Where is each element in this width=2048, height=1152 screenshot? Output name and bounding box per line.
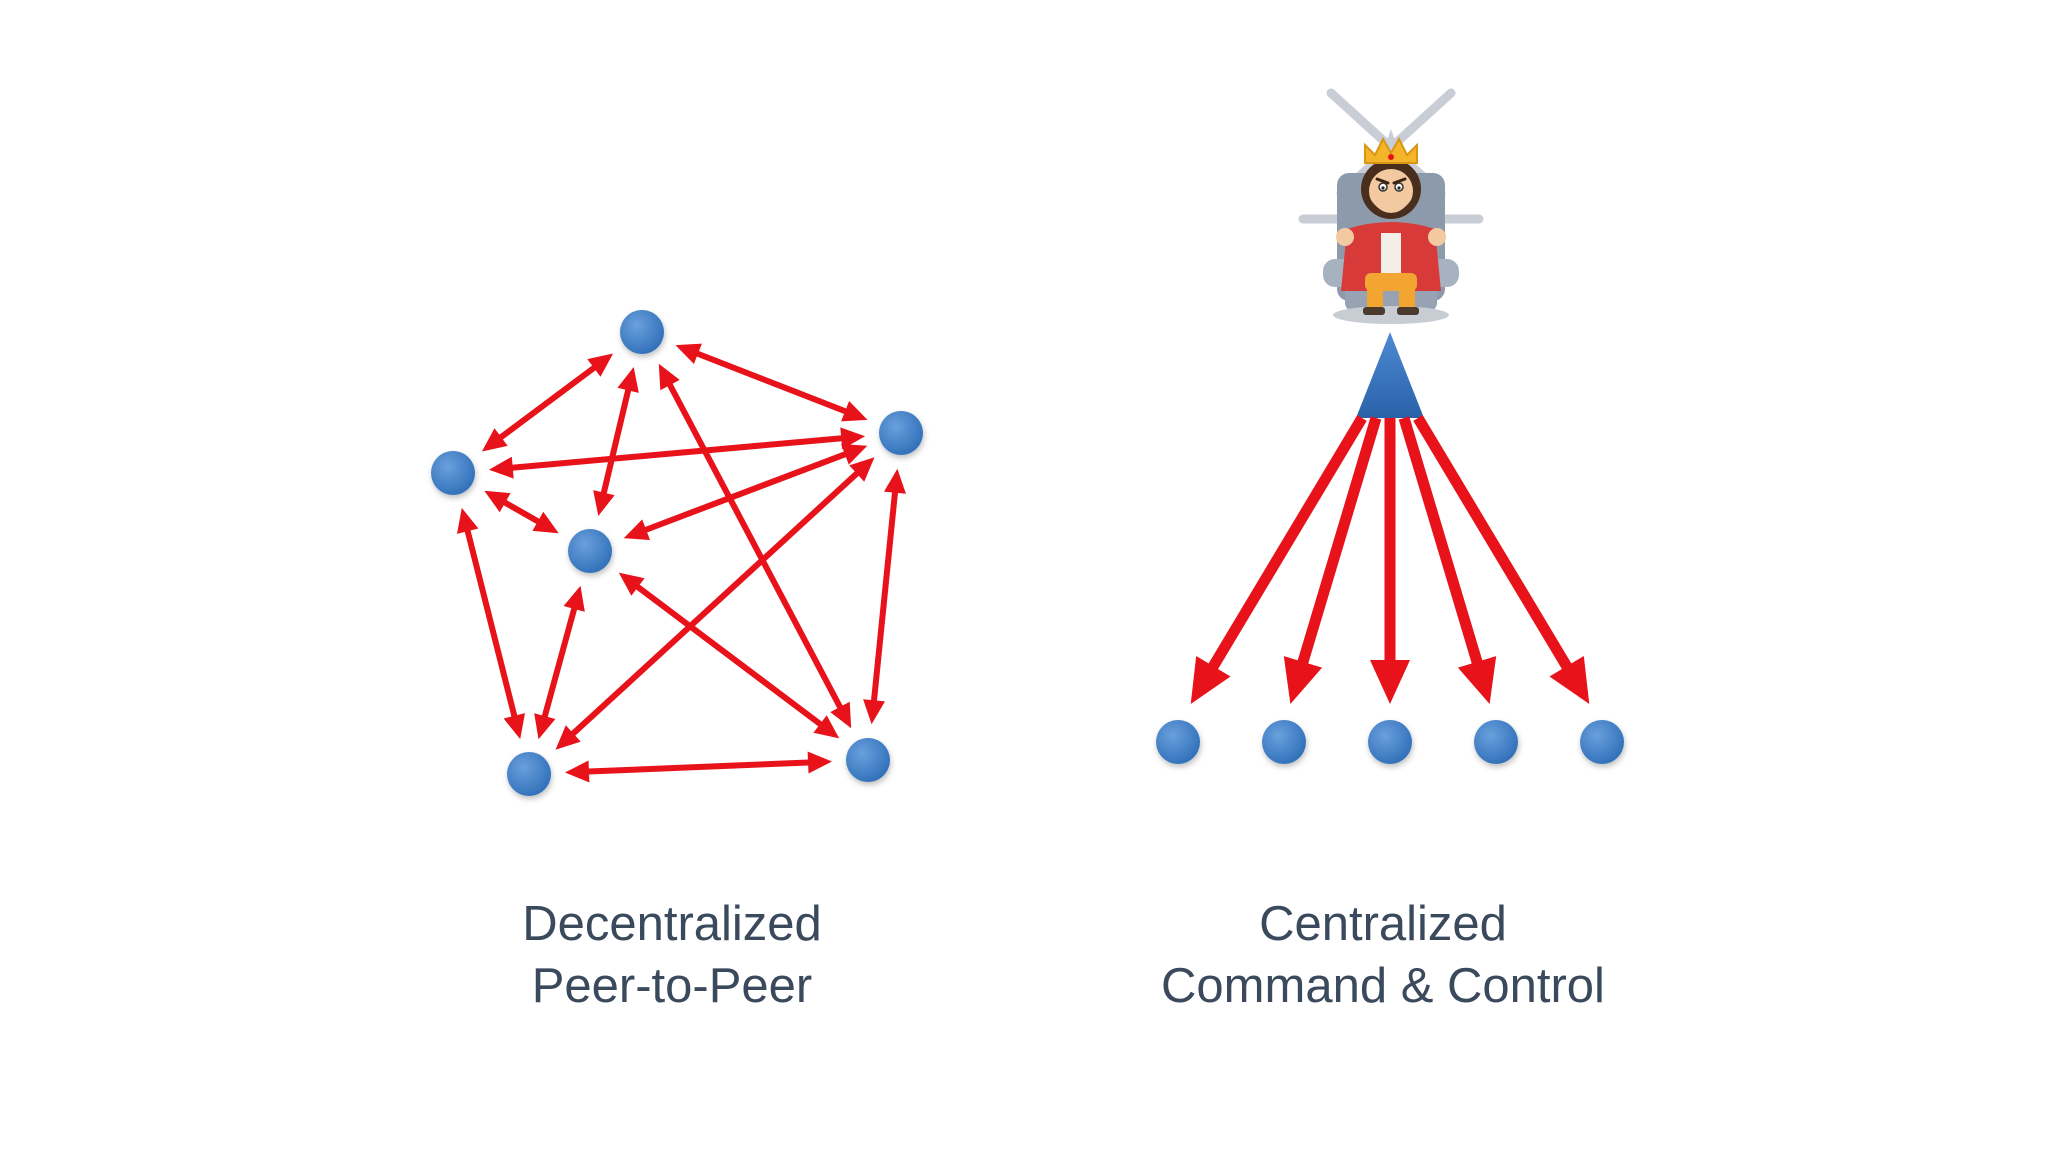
peer-nodes — [431, 310, 923, 796]
arrowhead — [1457, 656, 1497, 704]
arrowhead — [484, 490, 511, 513]
arrow-shaft — [870, 488, 899, 705]
triangle-hub-icon — [1356, 332, 1424, 418]
arrow-shaft — [1398, 416, 1485, 670]
arrowhead — [563, 585, 585, 612]
arrowhead — [675, 343, 702, 364]
arrowhead — [658, 363, 680, 391]
link-upper-right-lower-left — [555, 457, 875, 750]
command-arrow-4 — [1398, 416, 1497, 704]
arrow-shaft — [633, 582, 825, 729]
arrow-shaft — [1295, 416, 1382, 670]
arrowhead — [884, 468, 906, 494]
arrow-shaft — [641, 450, 850, 534]
link-top-center — [593, 367, 639, 516]
arrowhead — [481, 428, 508, 452]
arrowhead — [555, 725, 581, 750]
peer-node-upper-right — [879, 411, 923, 455]
link-top-upper-right — [675, 343, 868, 422]
command-arrows — [1190, 415, 1590, 704]
command-arrow-1 — [1190, 415, 1367, 704]
centralized-caption-line1: Centralized — [1259, 897, 1507, 951]
arrowhead — [617, 367, 639, 393]
arrowhead — [534, 713, 556, 740]
arrow-shaft — [508, 435, 846, 471]
arrow-shaft — [463, 526, 519, 721]
peer-node-top — [620, 310, 664, 354]
arrow-shaft — [665, 380, 845, 712]
arrowhead — [1283, 656, 1323, 704]
arrowhead — [623, 519, 650, 540]
arrowhead — [532, 511, 559, 534]
link-center-lower-left — [534, 585, 585, 740]
link-center-lower-right — [618, 572, 840, 739]
command-arrow-5 — [1413, 415, 1590, 704]
centralized-network — [1156, 88, 1624, 764]
arrow-shaft — [1413, 415, 1575, 675]
centralized-caption: Centralized Command & Control — [1033, 893, 1733, 1017]
peer-node-lower-right — [846, 738, 890, 782]
arrowhead — [457, 507, 479, 534]
arrow-shaft — [540, 604, 579, 721]
arrowhead — [813, 715, 840, 739]
controlled-node-2 — [1262, 720, 1306, 764]
arrowhead — [593, 490, 615, 516]
arrowhead — [840, 427, 866, 450]
arrowhead — [849, 457, 875, 482]
link-upper-left-upper-right — [488, 427, 866, 479]
peer-node-center — [568, 529, 612, 573]
arrow-shaft — [1205, 415, 1367, 675]
arrowhead — [863, 699, 885, 725]
arrowhead — [841, 401, 868, 422]
command-arrow-3 — [1370, 418, 1410, 704]
arrowhead — [841, 444, 868, 465]
arrowhead — [503, 713, 525, 740]
link-top-upper-left — [481, 353, 614, 452]
arrowhead — [618, 572, 645, 596]
arrowhead — [587, 353, 614, 377]
controlled-node-3 — [1368, 720, 1412, 764]
arrowhead — [1370, 660, 1410, 704]
arrow-shaft — [693, 349, 850, 416]
arrow-shaft — [568, 468, 862, 739]
arrowhead — [1190, 656, 1231, 704]
arrow-shaft — [585, 759, 812, 775]
link-upper-left-lower-left — [457, 507, 525, 740]
decentralized-network — [431, 310, 923, 796]
controlled-node-4 — [1474, 720, 1518, 764]
peer-node-lower-left — [507, 752, 551, 796]
arrowhead — [488, 456, 514, 479]
arrowhead — [830, 701, 852, 729]
decentralized-caption-line1: Decentralized — [522, 897, 822, 951]
link-lower-left-lower-right — [565, 751, 832, 783]
arrowhead — [1549, 656, 1590, 704]
arrowhead — [807, 751, 832, 774]
command-arrow-2 — [1283, 416, 1382, 704]
arrow-shaft — [496, 363, 599, 442]
link-upper-left-center — [484, 490, 559, 534]
arrow-shaft — [600, 386, 632, 497]
decentralized-caption: Decentralized Peer-to-Peer — [322, 893, 1022, 1017]
link-upper-right-center — [623, 444, 868, 540]
link-upper-right-lower-right — [863, 468, 906, 725]
decentralized-caption-line2: Peer-to-Peer — [531, 959, 813, 1013]
controlled-node-5 — [1580, 720, 1624, 764]
arrowhead — [565, 760, 590, 783]
centralized-caption-line2: Command & Control — [1161, 959, 1605, 1013]
king-on-throne-icon — [1298, 88, 1484, 324]
controlled-nodes — [1156, 720, 1624, 764]
arrow-shaft — [500, 498, 543, 526]
link-top-lower-right — [658, 363, 852, 729]
controlled-node-1 — [1156, 720, 1200, 764]
peer-links — [457, 343, 906, 783]
peer-node-upper-left — [431, 451, 475, 495]
